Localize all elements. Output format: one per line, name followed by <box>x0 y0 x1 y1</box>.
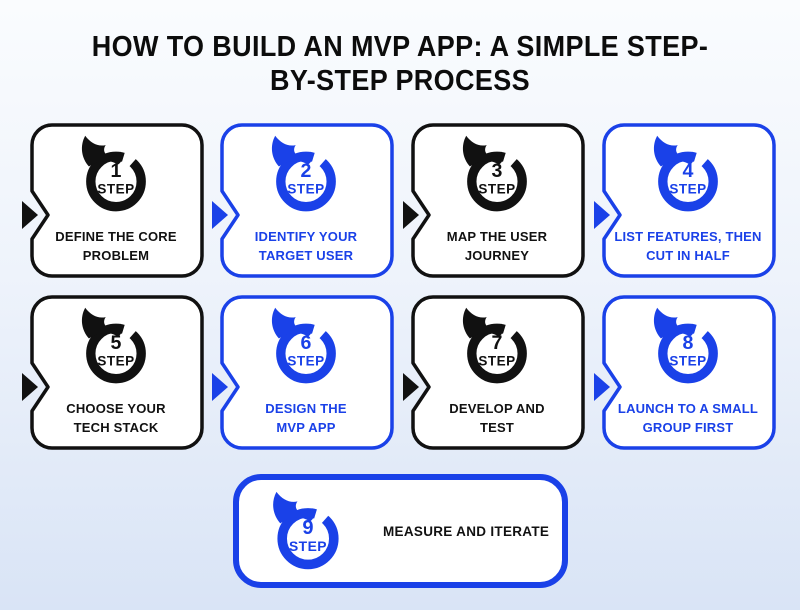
arrow-triangle-icon <box>403 201 419 229</box>
ring-gap <box>688 138 717 182</box>
step-card-8: 8 STEP LAUNCH TO A SMALL GROUP FIRST <box>594 295 776 450</box>
ring-gap <box>306 138 335 182</box>
card-body: 4 STEP LIST FEATURES, THEN CUT IN HALF <box>602 123 774 278</box>
card-outline-notched <box>411 295 585 450</box>
step-label: CHOOSE YOUR TECH STACK <box>66 401 166 435</box>
step-number: 1 <box>111 160 122 182</box>
step-label: DEVELOP AND TEST <box>449 401 545 435</box>
card-frame <box>212 123 394 278</box>
step-word: STEP <box>669 182 706 197</box>
title-line-2: BY-STEP PROCESS <box>270 65 530 97</box>
arrow-triangle-icon <box>212 373 228 401</box>
card-frame <box>594 295 776 450</box>
step-label: MAP THE USER JOURNEY <box>446 229 548 263</box>
step-word: STEP <box>478 354 515 369</box>
card-frame <box>22 295 204 450</box>
ring-gap <box>497 310 526 354</box>
step-ring-icon: 7 STEP <box>462 307 527 384</box>
step-number: 8 <box>683 332 694 354</box>
whale-tail-icon <box>653 307 695 339</box>
step-number: 6 <box>301 332 312 354</box>
step-number: 2 <box>301 160 312 182</box>
ring-gap <box>308 494 338 539</box>
card-body: 7 STEP DEVELOP AND TEST <box>411 295 583 450</box>
step-ring-icon: 1 STEP <box>81 135 146 212</box>
whale-tail-icon <box>81 307 123 339</box>
step-ring-icon: 8 STEP <box>653 307 718 384</box>
arrow-triangle-icon <box>594 373 610 401</box>
step-ring-icon: 6 STEP <box>271 307 336 384</box>
card-outline-notched <box>220 295 394 450</box>
ring-gap <box>306 310 335 354</box>
card-body: 3 STEP MAP THE USER JOURNEY <box>411 123 583 278</box>
step-ring-icon: 4 STEP <box>653 135 718 212</box>
whale-tail-icon <box>462 307 504 339</box>
step-ring-icon: 9 STEP <box>273 491 339 570</box>
step-word: STEP <box>478 182 515 197</box>
whale-tail-icon <box>81 135 123 167</box>
step-card-2: 2 STEP IDENTIFY YOUR TARGET USER <box>212 123 394 278</box>
arrow-triangle-icon <box>22 201 38 229</box>
step-ring-icon: 5 STEP <box>81 307 146 384</box>
whale-tail-icon <box>462 135 504 167</box>
card-frame <box>403 123 585 278</box>
step-card-4: 4 STEP LIST FEATURES, THEN CUT IN HALF <box>594 123 776 278</box>
step-ring-icon: 3 STEP <box>462 135 527 212</box>
card-outline-notched <box>602 123 776 278</box>
step-card-9: 9 STEP MEASURE AND ITERATE <box>233 474 568 588</box>
arrow-triangle-icon <box>403 373 419 401</box>
step-word: STEP <box>289 538 327 554</box>
step-word: STEP <box>669 354 706 369</box>
ring-gap <box>116 310 145 354</box>
step-number: 3 <box>492 160 503 182</box>
step-card-7: 7 STEP DEVELOP AND TEST <box>403 295 585 450</box>
page-title: HOW TO BUILD AN MVP APP: A SIMPLE STEP- … <box>28 30 772 98</box>
step-number: 4 <box>683 160 694 182</box>
card-outline-notched <box>602 295 776 450</box>
card-outline-notched <box>411 123 585 278</box>
step-number: 7 <box>492 332 503 354</box>
step-word: STEP <box>97 182 134 197</box>
step-word: STEP <box>287 182 324 197</box>
card-body: 6 STEP DESIGN THE MVP APP <box>220 295 392 450</box>
ring-gap <box>688 310 717 354</box>
step-label: LIST FEATURES, THEN CUT IN HALF <box>614 229 762 263</box>
arrow-triangle-icon <box>594 201 610 229</box>
whale-tail-icon <box>273 491 315 524</box>
card-body: 2 STEP IDENTIFY YOUR TARGET USER <box>220 123 392 278</box>
step-label: MEASURE AND ITERATE <box>383 523 550 539</box>
whale-tail-icon <box>271 307 313 339</box>
step-word: STEP <box>287 354 324 369</box>
whale-tail-icon <box>271 135 313 167</box>
card-outline-notched <box>30 295 204 450</box>
step-card-5: 5 STEP CHOOSE YOUR TECH STACK <box>22 295 204 450</box>
step-ring-icon: 2 STEP <box>271 135 336 212</box>
step-label: LAUNCH TO A SMALL GROUP FIRST <box>617 401 759 435</box>
arrow-triangle-icon <box>212 201 228 229</box>
card-body: 1 STEP DEFINE THE CORE PROBLEM <box>30 123 202 278</box>
card-frame <box>594 123 776 278</box>
card-outline-notched <box>220 123 394 278</box>
step-number: 5 <box>111 332 122 354</box>
step-label: IDENTIFY YOUR TARGET USER <box>254 229 358 263</box>
card-frame <box>22 123 204 278</box>
step-label: DEFINE THE CORE PROBLEM <box>55 229 177 263</box>
ring-gap <box>116 138 145 182</box>
card-body: 8 STEP LAUNCH TO A SMALL GROUP FIRST <box>602 295 774 450</box>
card-body: 5 STEP CHOOSE YOUR TECH STACK <box>30 295 202 450</box>
card-frame <box>403 295 585 450</box>
step-label: DESIGN THE MVP APP <box>265 401 347 435</box>
step-card-6: 6 STEP DESIGN THE MVP APP <box>212 295 394 450</box>
card-outline-notched <box>30 123 204 278</box>
whale-tail-icon <box>653 135 695 167</box>
title-line-1: HOW TO BUILD AN MVP APP: A SIMPLE STEP- <box>91 31 709 63</box>
arrow-triangle-icon <box>22 373 38 401</box>
step-card-1: 1 STEP DEFINE THE CORE PROBLEM <box>22 123 204 278</box>
step-number: 9 <box>302 517 313 539</box>
step-word: STEP <box>97 354 134 369</box>
card-frame <box>212 295 394 450</box>
step-card-3: 3 STEP MAP THE USER JOURNEY <box>403 123 585 278</box>
ring-gap <box>497 138 526 182</box>
